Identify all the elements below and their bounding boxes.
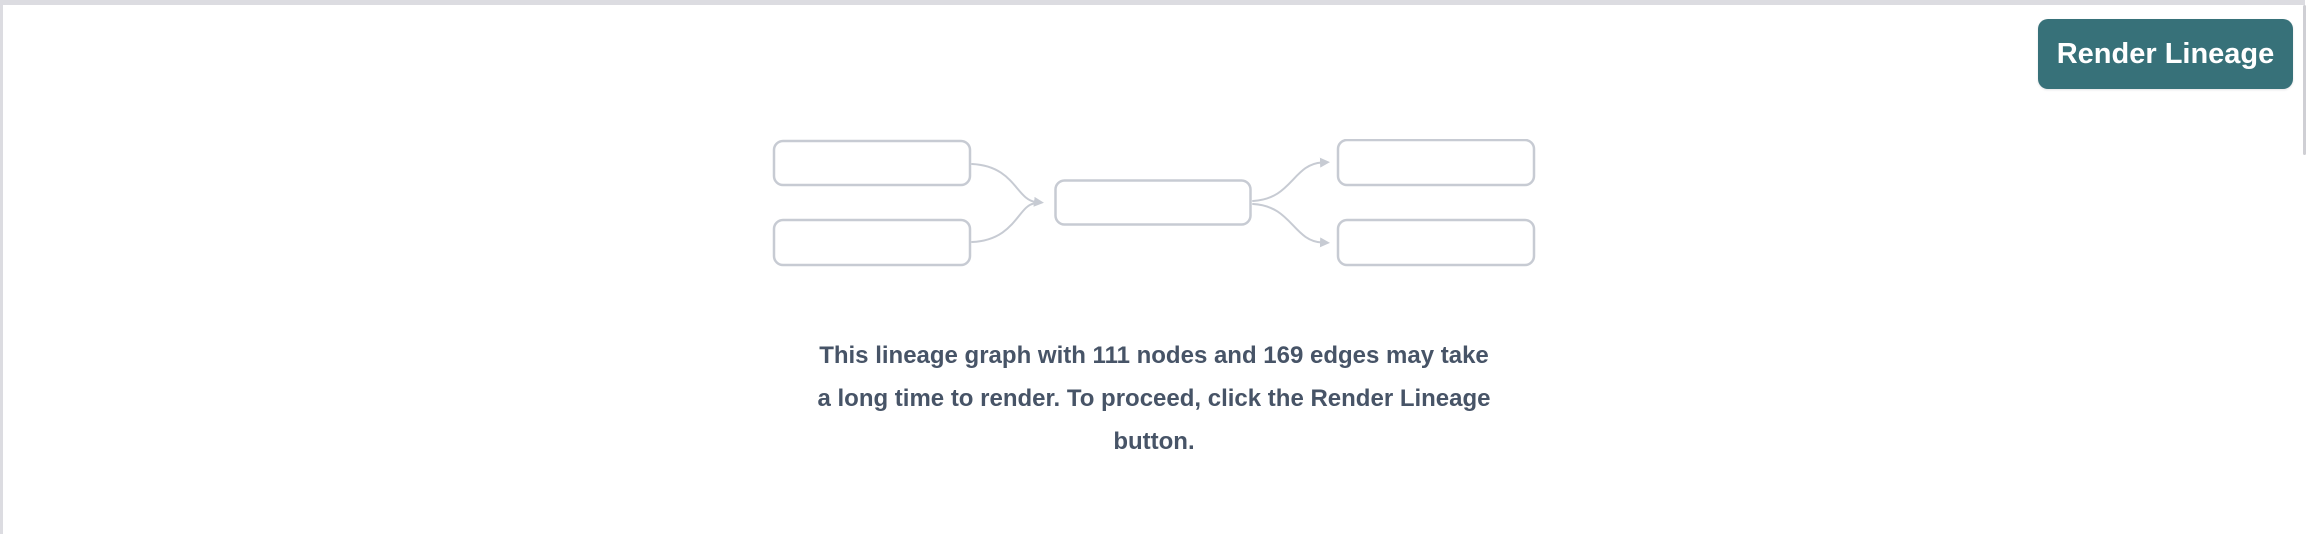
placeholder-node-upstream-bottom	[772, 218, 972, 267]
lineage-empty-state: This lineage graph with 111 nodes and 16…	[772, 139, 1536, 463]
placeholder-nodes	[772, 139, 1536, 267]
placeholder-node-downstream-top	[1336, 139, 1536, 187]
edge-downstream-top	[1252, 157, 1330, 202]
top-divider	[0, 0, 2305, 5]
message-line-3: button.	[1113, 428, 1195, 455]
vertical-scrollbar[interactable]	[2303, 5, 2306, 155]
placeholder-node-downstream-bottom	[1336, 218, 1536, 267]
placeholder-node-center	[1054, 179, 1252, 226]
edge-downstream-bottom	[1252, 203, 1330, 248]
render-lineage-button[interactable]: Render Lineage	[2038, 19, 2293, 89]
message-line-1: This lineage graph with 111 nodes and 16…	[819, 342, 1489, 369]
placeholder-node-upstream-top	[772, 139, 972, 187]
placeholder-edges	[971, 157, 1330, 248]
lineage-warning-message: This lineage graph with 111 nodes and 16…	[817, 334, 1490, 463]
message-line-2: a long time to render. To proceed, click…	[817, 385, 1491, 412]
left-panel-border	[0, 5, 3, 534]
lineage-placeholder-icon	[772, 139, 1536, 267]
edge-upstream-top	[971, 163, 1044, 207]
edge-upstream-bottom	[971, 202, 1035, 243]
